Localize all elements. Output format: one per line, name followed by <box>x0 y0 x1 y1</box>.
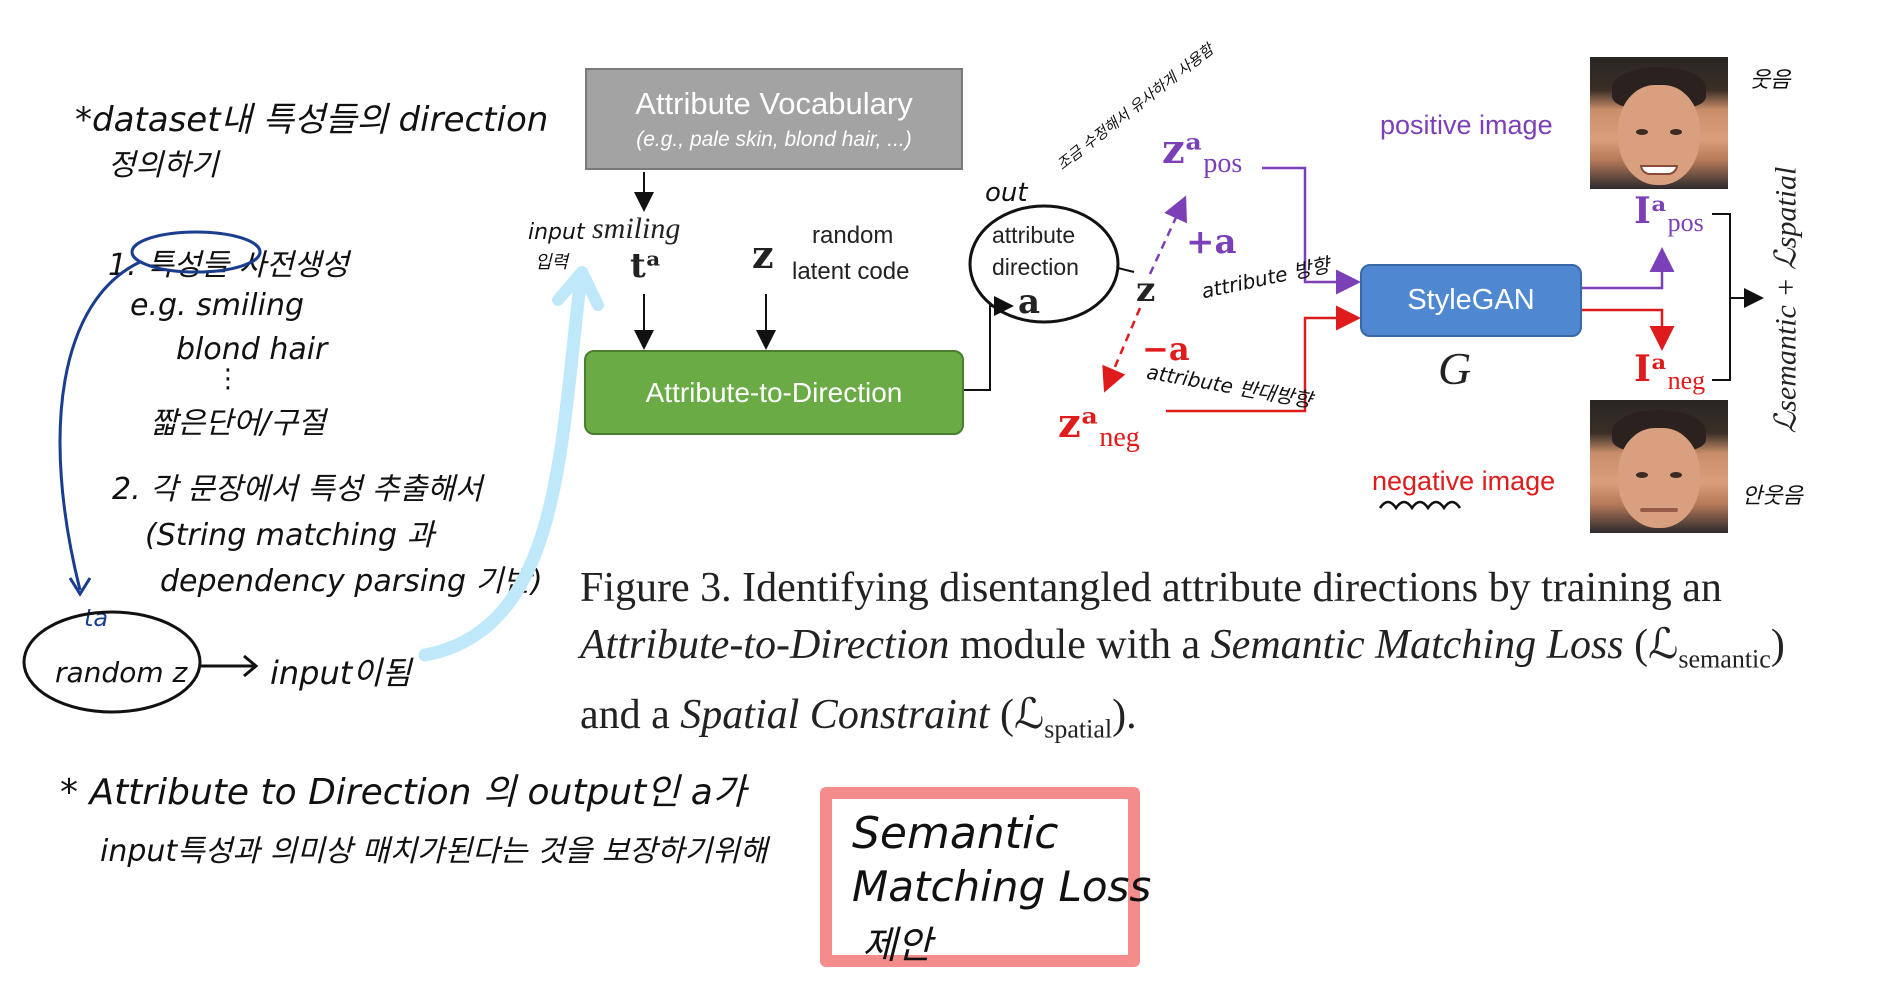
box-text-matching-loss: Matching Loss <box>852 862 1152 911</box>
loss-bracket <box>1712 213 1731 381</box>
i-pos-symbol: Iᵃ <box>1634 190 1668 232</box>
i-neg-label: Iᵃneg <box>1634 348 1705 396</box>
note-bottom2: input특성과 의미상 매치가된다는 것을 보장하기위해 <box>100 834 768 869</box>
blue-curve-arrow <box>58 260 141 591</box>
note-input: input <box>528 220 585 245</box>
plus-a-label: +a <box>1186 222 1237 262</box>
caption-mid4: (ℒ <box>989 692 1045 739</box>
z-neg-sub: neg <box>1099 422 1140 453</box>
note-eg: e.g. smiling <box>130 288 305 323</box>
z-input-label: z <box>752 232 774 277</box>
dashed-arrow-to-zpos <box>1148 195 1188 275</box>
stylegan-box: StyleGAN <box>1360 264 1582 337</box>
note-title-line2: 정의하기 <box>108 148 219 183</box>
arrow-zneg-to-stylegan <box>1166 305 1361 413</box>
light-blue-swoosh <box>418 278 587 662</box>
minus-a-label: −a <box>1142 330 1190 368</box>
latent-code-label: latent code <box>792 258 910 285</box>
smiling-label: smiling <box>592 212 681 245</box>
arrow-zpos-to-stylegan <box>1262 166 1361 295</box>
random-z-arrow-head <box>243 654 259 678</box>
arrow-a2d-to-a <box>964 296 1014 391</box>
positive-image-label: positive image <box>1380 110 1553 140</box>
caption-mid1: module with a <box>949 622 1211 668</box>
highlight-box <box>820 787 1140 967</box>
attribute-label: attribute <box>992 222 1076 248</box>
note-input-kor: 입력 <box>535 252 569 273</box>
z-pos-sub: pos <box>1203 148 1243 179</box>
z-mid-label: z <box>1136 270 1156 310</box>
figure-caption: Figure 3. Identifying disentangled attri… <box>580 560 1820 758</box>
z-neg-symbol: zᵃ <box>1058 400 1100 447</box>
caption-spatial: Spatial Constraint <box>680 692 990 739</box>
note-smile: 웃음 <box>1750 68 1791 93</box>
attribute-to-direction-box: Attribute-to-Direction <box>584 350 964 435</box>
a-vector-label: a <box>1018 282 1041 322</box>
caption-end: ). <box>1112 692 1137 739</box>
stylegan-label: StyleGAN <box>1407 284 1535 316</box>
note-title-line1: *dataset내 특성들의 direction <box>75 100 549 140</box>
note-out: out <box>985 178 1028 208</box>
random-z-ellipse <box>22 610 202 714</box>
negative-image-label: negative image <box>1372 466 1556 496</box>
note-dots: ⋮ <box>215 364 241 394</box>
box-text-semantic: Semantic <box>852 808 1059 859</box>
z-pos-symbol: zᵃ <box>1162 126 1204 173</box>
caption-mid3: ) and a <box>580 622 1785 739</box>
caption-sub-spatial: spatial <box>1044 714 1113 744</box>
note-bottom1: * Attribute to Direction 의 output인 a가 <box>60 772 746 813</box>
vocab-title: Attribute Vocabulary <box>635 86 913 121</box>
note-step2c: dependency parsing 기반) <box>160 564 543 599</box>
dashed-arrow-to-zneg <box>1102 307 1142 393</box>
caption-lead: Figure 3. Identifying disentangled attri… <box>580 565 1722 611</box>
t-a-label: tᵃ <box>630 246 662 286</box>
arrow-stylegan-to-ineg <box>1582 308 1675 351</box>
note-blond: blond hair <box>176 332 328 367</box>
loss-label: ℒsemantic + ℒspatial <box>1769 166 1803 434</box>
z-pos-label: zᵃpos <box>1162 126 1242 180</box>
positive-face-image <box>1590 57 1728 189</box>
caption-a2d: Attribute-to-Direction <box>580 622 950 668</box>
note-input-became: input이됨 <box>270 654 412 692</box>
caption-sub-semantic: semantic <box>1678 644 1771 674</box>
direction-label: direction <box>992 254 1079 280</box>
note-step2: 2. 각 문장에서 특성 추출해서 <box>112 472 483 507</box>
note-phrase: 짧은단어/구절 <box>150 406 326 441</box>
a2d-label: Attribute-to-Direction <box>645 376 903 408</box>
i-pos-label: Iᵃpos <box>1634 190 1704 238</box>
i-neg-symbol: Iᵃ <box>1634 348 1668 390</box>
box-text-propose: 제안 <box>862 923 932 967</box>
note-no-smile: 안웃음 <box>1742 484 1803 509</box>
vocab-subtitle: (e.g., pale skin, blond hair, ...) <box>636 128 912 151</box>
i-pos-sub: pos <box>1667 208 1704 238</box>
G-label: G <box>1438 343 1472 394</box>
blue-arrow-head <box>68 577 92 597</box>
small-arrow-to-z <box>1117 267 1135 273</box>
attribute-vocabulary-box: Attribute Vocabulary (e.g., pale skin, b… <box>585 68 963 170</box>
caption-sml: Semantic Matching Loss <box>1210 622 1624 668</box>
negative-face-image <box>1590 400 1728 533</box>
attr-direction-ellipse <box>968 204 1120 324</box>
i-neg-sub: neg <box>1667 366 1706 396</box>
note-random-z: random z <box>55 656 188 689</box>
arrow-stylegan-to-ipos <box>1582 247 1675 290</box>
z-neg-label: zᵃneg <box>1058 400 1140 454</box>
caption-mid2: (ℒ <box>1623 622 1679 668</box>
note-ta: ta <box>84 604 109 632</box>
note-step2b: (String matching 과 <box>145 518 435 553</box>
light-blue-arrow-head <box>552 266 604 311</box>
negative-squiggle <box>1378 500 1462 511</box>
blue-circle-annotation <box>130 230 262 274</box>
random-label: random <box>812 222 894 249</box>
